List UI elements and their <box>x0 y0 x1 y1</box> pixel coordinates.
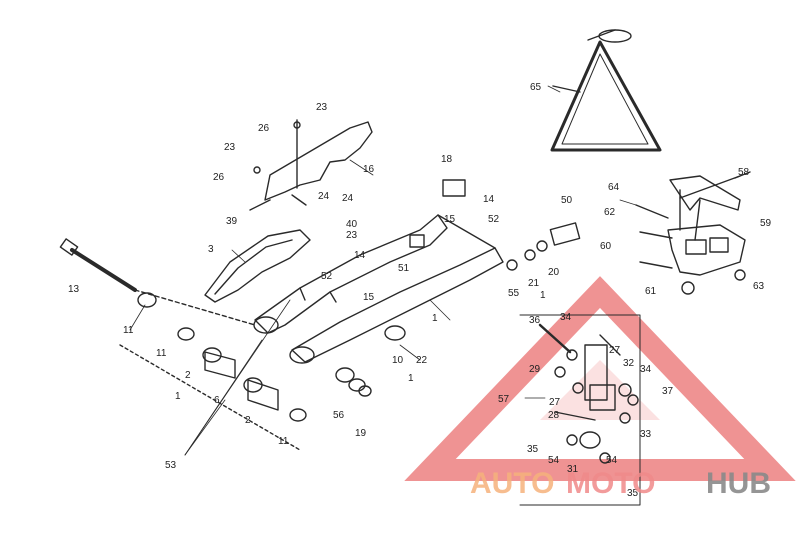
part-label-64: 64 <box>608 182 620 193</box>
part-label-27b: 27 <box>549 397 561 408</box>
part-label-21: 21 <box>528 278 540 289</box>
part-label-63: 63 <box>753 281 765 292</box>
part-label-23a: 23 <box>316 102 328 113</box>
part-label-31: 31 <box>567 464 579 475</box>
part-label-57: 57 <box>498 394 510 405</box>
part-label-40: 40 <box>346 219 358 230</box>
part-label-34b: 34 <box>640 364 652 375</box>
part-label-32: 32 <box>623 358 635 369</box>
part-label-1a: 1 <box>540 290 546 301</box>
part-label-2a: 2 <box>185 370 191 381</box>
part-label-35a: 35 <box>527 444 539 455</box>
part-label-11b: 11 <box>156 348 167 359</box>
part-label-14a: 14 <box>354 250 366 261</box>
swingarm-part <box>253 214 504 364</box>
part-label-62: 62 <box>604 207 616 218</box>
part-label-11a: 11 <box>123 325 134 336</box>
chain-adjuster-parts <box>409 179 581 271</box>
part-label-10: 10 <box>392 355 404 366</box>
bearing-set <box>119 292 372 451</box>
part-label-19: 19 <box>355 428 367 439</box>
chain-guide-assembly <box>635 171 751 295</box>
part-label-23b: 23 <box>224 142 236 153</box>
part-label-29: 29 <box>529 364 541 375</box>
part-label-33: 33 <box>640 429 652 440</box>
chain-slider-part <box>204 229 311 303</box>
part-labels: 65 58 64 62 59 60 63 61 23 26 23 26 16 2… <box>68 82 772 499</box>
part-label-23c: 23 <box>346 230 358 241</box>
part-label-28: 28 <box>548 410 560 421</box>
part-label-58: 58 <box>738 167 750 178</box>
part-label-35b: 35 <box>627 488 639 499</box>
stand-triangle-part <box>550 29 662 152</box>
part-label-60: 60 <box>600 241 612 252</box>
part-label-26b: 26 <box>213 172 225 183</box>
part-label-13: 13 <box>68 284 80 295</box>
part-label-26a: 26 <box>258 123 270 134</box>
part-label-39: 39 <box>226 216 238 227</box>
part-label-55: 55 <box>508 288 520 299</box>
part-label-50: 50 <box>561 195 573 206</box>
brake-linkage-assembly <box>519 314 641 506</box>
watermark-logo <box>404 276 796 481</box>
part-label-54a: 54 <box>548 455 560 466</box>
part-label-24a: 24 <box>318 191 330 202</box>
watermark-moto: MOTO <box>566 467 655 500</box>
part-label-34a: 34 <box>560 312 572 323</box>
part-label-15a: 15 <box>363 292 375 303</box>
part-label-18: 18 <box>441 154 453 165</box>
part-label-1c: 1 <box>432 313 438 324</box>
part-label-36: 36 <box>529 315 541 326</box>
part-label-37: 37 <box>662 386 674 397</box>
part-label-1b: 1 <box>175 391 181 402</box>
part-label-52a: 52 <box>321 271 333 282</box>
part-label-53: 53 <box>165 460 177 471</box>
part-label-11c: 11 <box>278 436 289 447</box>
watermark-text: AUTO MOTO HUB <box>470 467 771 500</box>
part-label-56: 56 <box>333 410 345 421</box>
part-label-16: 16 <box>363 164 375 175</box>
watermark-auto: AUTO <box>470 467 554 500</box>
part-label-27a: 27 <box>609 345 621 356</box>
part-label-20: 20 <box>548 267 560 278</box>
watermark-hub: HUB <box>706 467 771 500</box>
part-label-61: 61 <box>645 286 657 297</box>
chain-guard-part <box>249 119 373 211</box>
part-label-15b: 15 <box>444 214 456 225</box>
part-label-54b: 54 <box>606 455 618 466</box>
part-label-59: 59 <box>760 218 772 229</box>
part-label-2b: 2 <box>245 415 251 426</box>
part-label-6: 6 <box>214 395 220 406</box>
part-label-14b: 14 <box>483 194 495 205</box>
part-label-3: 3 <box>208 244 214 255</box>
part-label-1d: 1 <box>408 373 414 384</box>
part-label-24b: 24 <box>342 193 354 204</box>
part-label-52b: 52 <box>488 214 500 225</box>
part-label-51: 51 <box>398 263 410 274</box>
leader-lines <box>129 85 637 456</box>
part-label-65: 65 <box>530 82 542 93</box>
part-label-22: 22 <box>416 355 428 366</box>
